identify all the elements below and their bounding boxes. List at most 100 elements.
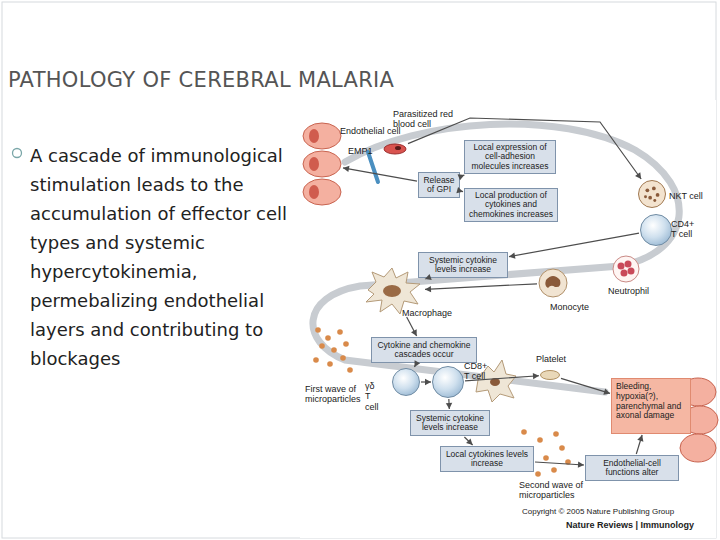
- microparticle: [543, 455, 549, 461]
- platelet-cell: Platelet: [540, 370, 560, 380]
- microparticle: [551, 467, 557, 473]
- connector-line: [636, 435, 642, 454]
- connector-line: [407, 317, 417, 336]
- cell-circle: [653, 199, 656, 202]
- slide-title: PATHOLOGY OF CEREBRAL MALARIA: [8, 68, 394, 93]
- connector: [465, 373, 539, 381]
- arrow-head: [425, 379, 431, 385]
- cell-drawing: [538, 268, 568, 298]
- journal-credit: Nature Reviews | Immunology: [566, 520, 716, 530]
- connector-line: [535, 462, 584, 465]
- pathway-band: [313, 124, 679, 392]
- endothelial-cell: [680, 434, 716, 462]
- cell-path: [366, 268, 420, 314]
- cell-drawing: [639, 181, 665, 207]
- node-label: CD8+ T cell: [464, 361, 490, 382]
- node-label: Macrophage: [402, 308, 462, 318]
- connector: [458, 174, 465, 180]
- cell-circle: [621, 270, 628, 277]
- connector: [408, 118, 641, 179]
- node-label: Bleeding, hypoxia(?), parenchymal and ax…: [616, 382, 686, 421]
- process-box: Endothelial-cell functions alter: [585, 455, 679, 481]
- cell-drawing: [383, 143, 407, 155]
- cell-ellipse: [384, 144, 406, 154]
- cell-circle: [613, 256, 639, 282]
- process-box: Systemic cytokine levels increase: [410, 410, 490, 436]
- macrophage-cell: Macrophage: [362, 266, 424, 316]
- node-label: Systemic cytokine levels increase: [414, 414, 486, 433]
- monocyte-cell: Monocyte: [538, 268, 568, 298]
- cell-circle: [644, 195, 647, 198]
- node-label: CD4+ T cell: [671, 219, 697, 240]
- microparticle: [340, 355, 346, 361]
- connector-line: [343, 168, 417, 181]
- microparticle: [559, 445, 565, 451]
- t-cell: CD8+ T cell: [432, 366, 464, 398]
- microparticle: [319, 343, 325, 349]
- node-label: Local production of cytokines and chemok…: [468, 191, 554, 219]
- connector: [343, 166, 417, 181]
- cell-ellipse: [309, 129, 319, 143]
- cell-ellipse: [395, 146, 401, 150]
- connector-line: [461, 191, 463, 193]
- nkt-cell: NKT cell: [638, 180, 666, 208]
- note-label: First wave of microparticles: [305, 384, 371, 405]
- cell-circle: [648, 196, 652, 200]
- node-label: Neutrophil: [608, 286, 668, 296]
- microparticle: [347, 367, 353, 373]
- microparticle: [565, 459, 571, 465]
- microparticle: [521, 429, 527, 435]
- red-blood-cell: Parasitized red blood cell: [383, 143, 407, 155]
- cell-drawing: [612, 255, 640, 283]
- connector-line: [448, 399, 450, 409]
- node-label: Endothelial-cell functions alter: [589, 459, 675, 478]
- process-box: Systemic cytokine levels increase: [418, 252, 508, 278]
- arrow-head: [456, 187, 463, 193]
- process-box: Release of GPI: [418, 172, 460, 198]
- node-label: NKT cell: [669, 191, 713, 201]
- cell-circle: [652, 187, 656, 191]
- figure-panel: [300, 100, 716, 538]
- connector-line: [425, 284, 537, 290]
- connector: [446, 399, 452, 409]
- cell-ellipse: [383, 285, 401, 297]
- arrow-head: [343, 166, 349, 172]
- process-box: Local production of cytokines and chemok…: [464, 188, 558, 222]
- cell-circle: [539, 269, 567, 297]
- cell-drawing: [540, 370, 560, 380]
- cell-ellipse: [309, 185, 319, 199]
- cell-circle: [628, 268, 635, 275]
- connector: [414, 360, 420, 367]
- microparticle: [343, 341, 349, 347]
- node-label: γδ T cell: [365, 381, 382, 412]
- cell-circle: [656, 193, 660, 197]
- arrow-head: [466, 439, 473, 445]
- process-box: Local expression of cell-adhesion molecu…: [464, 140, 556, 174]
- microparticle: [313, 357, 319, 363]
- cell-ellipse: [541, 371, 560, 380]
- connector: [535, 461, 584, 467]
- copyright-notice: Copyright © 2005 Nature Publishing Group: [522, 507, 718, 516]
- microparticle: [327, 361, 333, 367]
- cell-circle: [646, 188, 650, 192]
- connector: [509, 233, 639, 259]
- cell-ellipse: [303, 151, 341, 177]
- process-box: Local cytokines levels increase: [440, 446, 534, 472]
- connector-line: [561, 378, 610, 393]
- node-label: Systemic cytokine levels increase: [422, 256, 504, 275]
- connector-line: [421, 381, 431, 382]
- arrow-head: [414, 360, 420, 367]
- t-cell: γδ T cell: [392, 368, 420, 396]
- connector-line: [465, 376, 539, 381]
- process-box: Cytokine and chemokine cascades occur: [371, 337, 477, 363]
- node-label: Local expression of cell-adhesion molecu…: [468, 143, 552, 171]
- arrow-head: [578, 461, 584, 467]
- node-label: Local cytokines levels increase: [444, 450, 530, 469]
- node-label: Cytokine and chemokine cascades occur: [375, 341, 473, 360]
- cell-circle: [618, 263, 625, 270]
- connector-line: [461, 175, 464, 176]
- connector-line: [509, 233, 639, 257]
- arrow-head: [637, 435, 643, 442]
